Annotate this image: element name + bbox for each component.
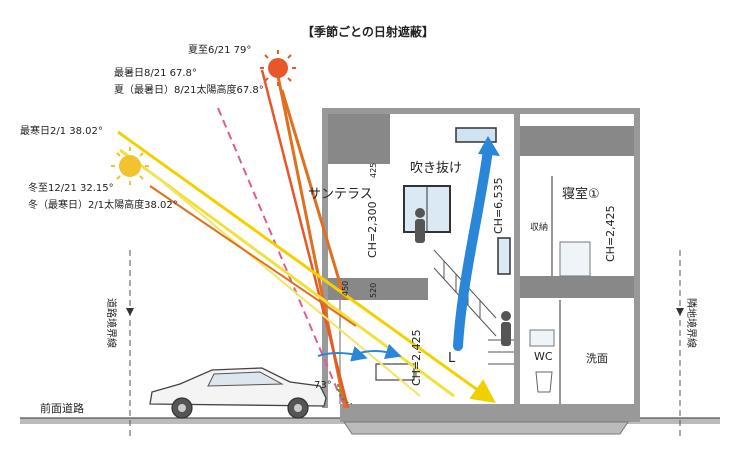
washroom-label: 洗面 xyxy=(586,352,608,365)
ground-floor-slab xyxy=(340,404,640,422)
summer-solstice-label: 夏至6/21 79° xyxy=(188,44,251,56)
toilet xyxy=(535,371,553,393)
table xyxy=(375,363,415,381)
summer-sun-icon xyxy=(260,50,296,86)
people xyxy=(415,208,511,346)
wc-window xyxy=(529,329,555,347)
upper-right-beam xyxy=(520,126,634,156)
atrium-arrow-head xyxy=(478,136,500,156)
winter-ray-3 xyxy=(147,169,421,397)
hottest-day-ray xyxy=(217,107,346,409)
ch-living-label: CH=2,425 xyxy=(410,329,423,386)
dim-425-label: 425 xyxy=(369,163,378,178)
angle-arc xyxy=(337,383,353,405)
bedroom-label: 寝室① xyxy=(562,186,600,202)
diagram-title: 【季節ごとの日射遮蔽】 xyxy=(302,24,434,39)
dim-520-label: 520 xyxy=(369,283,378,298)
hottest-day-altitude-label: 夏（最暑日）8/21太陽高度67.8° xyxy=(114,83,264,96)
ch-atrium-label: CH=6,535 xyxy=(492,177,505,234)
neighbor-boundary-marker xyxy=(676,308,684,316)
summer-ray-2 xyxy=(260,69,350,409)
ch-bedroom-label: CH=2,425 xyxy=(604,205,617,262)
angle-label: 73° xyxy=(314,380,332,391)
storage-label: 収納 xyxy=(530,221,548,233)
atrium-label: 吹き抜け xyxy=(410,160,462,176)
road-boundary-marker xyxy=(126,308,134,316)
bedroom-window xyxy=(559,241,591,277)
neighbor-boundary-label: 隣地境界線 xyxy=(685,298,698,348)
roof-window xyxy=(455,127,497,143)
sun-terrace-label: サンテラス xyxy=(308,187,373,202)
second-floor-slab xyxy=(328,278,428,300)
car-icon xyxy=(149,367,327,419)
foundation xyxy=(343,421,629,435)
low-orange-ray xyxy=(149,185,357,327)
roof-overhang xyxy=(328,114,390,164)
winter-solstice-label: 冬至12/21 32.15° xyxy=(28,181,114,194)
coldest-day-altitude-label: 冬（最寒日）2/1太陽高度38.02° xyxy=(28,198,178,211)
hottest-day-label: 最暑日8/21 67.8° xyxy=(114,67,197,79)
dim-450-label: 450 xyxy=(341,281,350,296)
second-floor-slab-right xyxy=(520,276,634,298)
winter-sun-icon xyxy=(111,147,149,185)
breeze-arrow-1 xyxy=(317,346,368,362)
breeze-arrow-2 xyxy=(355,343,402,360)
coldest-day-label: 最寒日2/1 38.02° xyxy=(20,124,103,137)
small-window xyxy=(497,237,511,275)
coldest-day-ray xyxy=(117,130,496,403)
ch-terrace-label: CH=2,300 xyxy=(366,201,379,258)
winter-rays xyxy=(117,130,496,403)
atrium-air-arrow xyxy=(453,145,493,351)
road-boundary-label: 道路境界線 xyxy=(105,298,118,348)
front-road-label: 前面道路 xyxy=(40,401,84,415)
summer-ray-eave xyxy=(280,89,347,301)
wc-label: WC xyxy=(534,350,553,363)
living-label: L xyxy=(448,351,456,366)
house-section xyxy=(322,108,640,435)
